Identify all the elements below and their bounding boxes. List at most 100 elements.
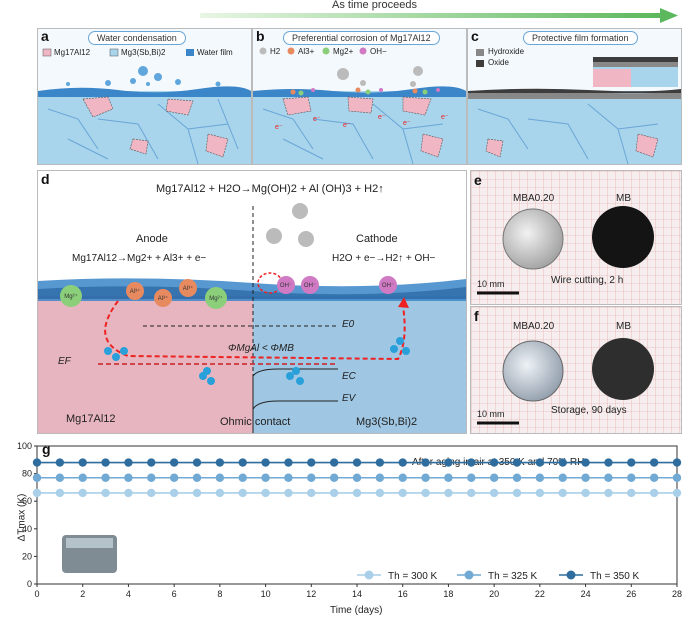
anode-reaction: Mg17Al12→Mg2+ + Al3+ + e− [72,253,207,264]
legend-oxide: Oxide [488,58,509,67]
svg-text:e⁻: e⁻ [441,114,449,121]
data-point [558,458,567,467]
data-point [649,488,659,498]
legend-hydroxide: Hydroxide [488,47,525,56]
panel-b: e⁻e⁻e⁻e⁻e⁻e⁻ b Preferential corrosion of… [252,28,467,165]
panel-c-illustration [468,29,681,164]
data-point [55,473,65,482]
legend-marker-2 [566,570,576,580]
scale-f: 10 mm [477,409,505,419]
legend-al3: Al3+ [298,47,315,56]
data-point [535,488,545,498]
svg-text:Mg²⁺: Mg²⁺ [209,295,223,302]
panel-c-label: c [471,28,479,44]
ev-label: EV [342,393,356,404]
cathode-label: Cathode [356,233,398,245]
panel-b-title: Preferential corrosion of Mg17Al12 [283,31,440,45]
data-point [169,458,179,467]
y-tick-label: 80 [22,469,32,479]
panel-a-title: Water condensation [88,31,186,45]
data-point [421,458,430,467]
legend-mg2: Mg2+ [333,47,354,56]
panel-a-label: a [41,28,49,44]
overall-reaction: Mg17Al12 + H2O→Mg(OH)2 + Al (OH)3 + H2↑ [156,183,384,195]
data-point [261,488,270,498]
data-point [672,473,682,482]
data-point [124,473,133,482]
data-point [535,458,545,467]
svg-text:e⁻: e⁻ [343,122,351,129]
data-point [375,488,385,498]
x-tick-label: 12 [306,589,316,599]
x-tick-label: 16 [398,589,408,599]
panel-e-label: e [474,172,482,188]
contact-label: Ohmic contact [220,416,291,428]
data-point [55,458,65,467]
e0-label: E0 [342,319,355,330]
data-point [627,458,636,467]
data-point [169,473,179,482]
y-tick-label: 100 [17,441,32,451]
sample-mb-f: MB [616,321,631,332]
sample-mb-e: MB [616,193,631,204]
data-point [78,458,87,467]
cathode-reaction: H2O + e−→H2↑ + OH− [332,253,436,264]
data-point [215,458,225,467]
time-arrow-graphic [200,8,678,23]
data-point [215,488,225,498]
data-point [672,488,682,498]
data-point [467,488,476,498]
x-tick-label: 4 [126,589,131,599]
data-point [192,488,202,498]
svg-text:e⁻: e⁻ [403,120,411,127]
data-point [649,473,659,482]
phi-label: ΦMgAl < ΦMB [228,343,294,354]
data-point [78,473,87,482]
data-point [398,473,407,482]
data-point [238,458,247,467]
data-point [329,458,339,467]
data-point [101,488,110,498]
legend-mg3sbbi2: Mg3(Sb,Bi)2 [121,48,166,57]
data-point [238,473,247,482]
svg-text:OH⁻: OH⁻ [382,283,394,289]
data-point [307,488,316,498]
data-point [329,473,339,482]
data-point [421,488,430,498]
data-point [147,473,156,482]
x-tick-label: 28 [672,589,682,599]
x-tick-label: 14 [352,589,362,599]
svg-text:e⁻: e⁻ [378,114,386,121]
x-axis-label: Time (days) [330,605,383,616]
data-point [78,488,87,498]
legend-marker-0 [364,570,374,580]
legend-item-300: Th = 300 K [388,571,438,582]
ec-label: EC [342,371,356,382]
data-point [169,488,179,498]
x-tick-label: 24 [581,589,591,599]
sample-mba-e: MBA0.20 [513,193,555,204]
y-tick-label: 60 [22,496,32,506]
legend-mg17al12: Mg17Al12 [54,48,91,57]
data-point [238,488,247,498]
data-point [489,458,499,467]
legend-marker-1 [464,570,474,580]
panel-f: f MBA0.20 MB Storage, 90 days 10 mm [470,306,682,434]
data-point [32,473,42,482]
data-point [352,458,362,467]
data-point [627,473,636,482]
data-point [329,488,339,498]
data-point [467,458,476,467]
svg-text:Mg²⁺: Mg²⁺ [64,293,78,300]
data-point [101,473,110,482]
svg-text:OH⁻: OH⁻ [280,283,292,289]
panel-d: Mg²⁺Al³⁺Al³⁺ Al³⁺Mg²⁺ OH⁻OH⁻OH⁻ d Mg17Al… [37,170,467,434]
data-point [147,488,156,498]
data-point [581,473,590,482]
legend-item-350: Th = 350 K [590,571,640,582]
data-point [558,488,567,498]
legend-item-325: Th = 325 K [488,571,538,582]
data-point [192,458,202,467]
data-point [444,488,453,498]
